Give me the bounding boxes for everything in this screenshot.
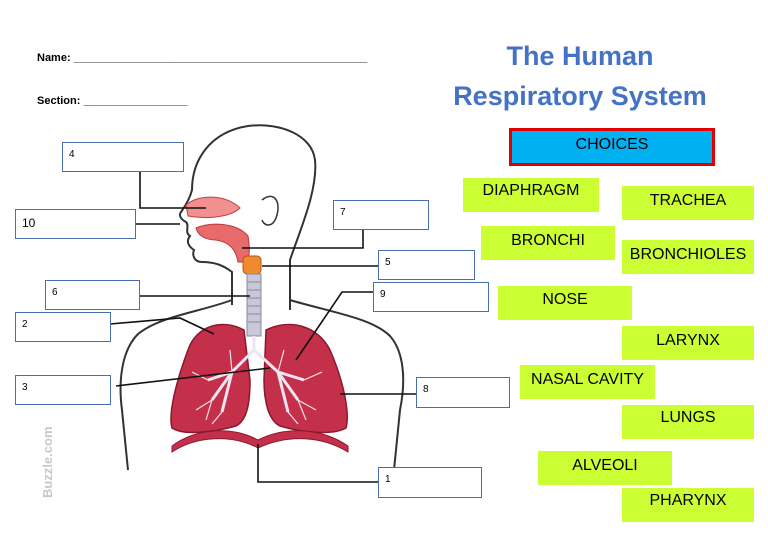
answer-box-3[interactable]: 3 xyxy=(15,375,111,405)
page-title: The Human Respiratory System xyxy=(425,36,735,116)
leader-lines xyxy=(109,172,416,483)
mouth-throat-shape xyxy=(195,223,250,263)
answer-box-4[interactable]: 4 xyxy=(62,142,184,172)
choice-alveoli[interactable]: ALVEOLI xyxy=(538,451,672,485)
head-outline xyxy=(178,124,317,310)
title-line-1: The Human xyxy=(506,41,654,71)
torso-outline xyxy=(119,299,233,471)
watermark-text: Buzzle.com xyxy=(40,426,55,498)
nasal-cavity-shape xyxy=(185,196,241,219)
answer-box-5[interactable]: 5 xyxy=(378,250,475,280)
torso-outline-right xyxy=(289,299,405,471)
choices-header: CHOICES xyxy=(509,128,715,166)
answer-box-1[interactable]: 1 xyxy=(378,467,482,498)
choice-diaphragm[interactable]: DIAPHRAGM xyxy=(463,178,599,212)
section-field-label: Section: _________________ xyxy=(37,95,188,107)
diaphragm-shape xyxy=(171,430,349,453)
answer-box-2[interactable]: 2 xyxy=(15,312,111,342)
bronchioles-tree xyxy=(191,349,323,425)
choice-nasal-cavity[interactable]: NASAL CAVITY xyxy=(520,365,655,399)
choice-pharynx[interactable]: PHARYNX xyxy=(622,488,754,522)
choice-trachea[interactable]: TRACHEA xyxy=(622,186,754,220)
answer-box-7[interactable]: 7 xyxy=(333,200,429,230)
ear-outline xyxy=(261,195,279,226)
choice-larynx[interactable]: LARYNX xyxy=(622,326,754,360)
title-line-2: Respiratory System xyxy=(453,81,707,111)
answer-box-6[interactable]: 6 xyxy=(45,280,140,310)
choice-bronchioles[interactable]: BRONCHIOLES xyxy=(622,240,754,274)
answer-box-9[interactable]: 9 xyxy=(373,282,489,312)
answer-box-8[interactable]: 8 xyxy=(416,377,510,408)
choice-bronchi[interactable]: BRONCHI xyxy=(481,226,615,260)
right-lung-shape xyxy=(263,323,348,434)
trachea-rings xyxy=(247,281,261,323)
larynx-shape xyxy=(242,255,262,275)
trachea-shape xyxy=(246,273,262,337)
choice-nose[interactable]: NOSE xyxy=(498,286,632,320)
name-field-label: Name: __________________________________… xyxy=(37,52,368,64)
choice-lungs[interactable]: LUNGS xyxy=(622,405,754,439)
answer-box-10[interactable]: 10 xyxy=(15,209,136,239)
